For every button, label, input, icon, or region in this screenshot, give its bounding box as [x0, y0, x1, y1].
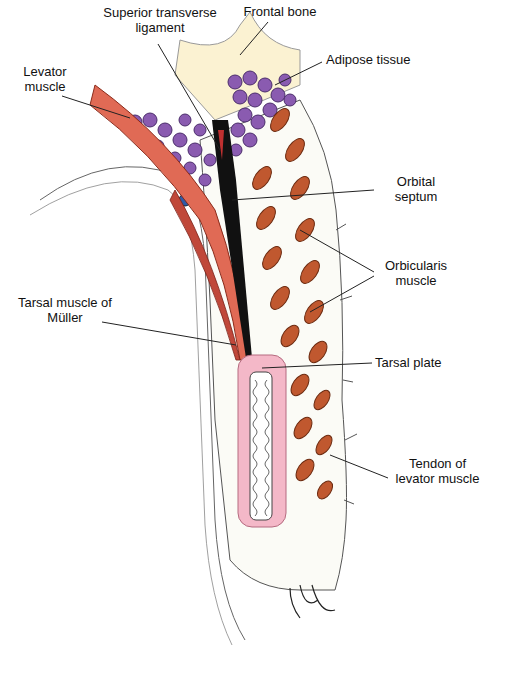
meibomian-gland — [250, 372, 272, 520]
part-label: Orbital septum — [376, 174, 456, 204]
gland-detail — [253, 380, 269, 516]
frontal-bone — [175, 12, 300, 120]
part-label: Orbicularis muscle — [376, 258, 456, 288]
part-label: Frontal bone — [225, 4, 335, 19]
leader-lines — [62, 22, 388, 478]
tarsal-plate — [238, 355, 286, 527]
ligament-detail — [218, 130, 224, 160]
orbital-septum — [212, 120, 252, 358]
part-label: Levator muscle — [5, 64, 85, 94]
eyelashes — [290, 585, 335, 618]
eyelid-body — [200, 100, 347, 590]
part-label: Tendon of levator muscle — [390, 456, 485, 486]
part-label: Superior transverse ligament — [100, 5, 220, 35]
part-label: Adipose tissue — [326, 52, 446, 67]
part-label: Tarsal muscle of Müller — [10, 295, 120, 325]
part-label: Tarsal plate — [375, 355, 495, 370]
